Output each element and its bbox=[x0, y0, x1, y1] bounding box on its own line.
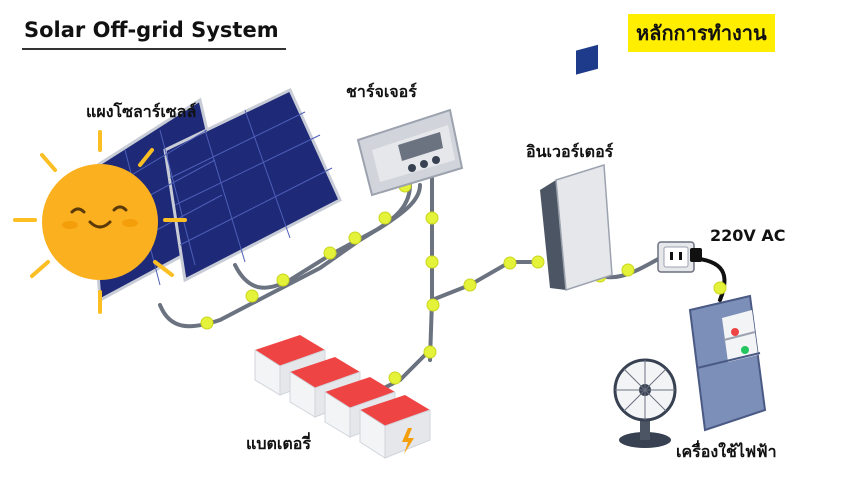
battery-top bbox=[255, 335, 325, 366]
fridge-item bbox=[741, 346, 749, 354]
cable-panel-to-charger-b bbox=[233, 183, 422, 290]
inverter-display bbox=[576, 44, 598, 75]
outlet-slot bbox=[670, 252, 673, 260]
glow-point bbox=[388, 371, 402, 385]
principle-badge: หลักการทำงาน bbox=[628, 14, 775, 52]
glow-point bbox=[463, 278, 477, 292]
refrigerator-icon bbox=[688, 294, 767, 432]
battery-top bbox=[290, 357, 360, 388]
fan-stand bbox=[640, 410, 650, 440]
sun-ray bbox=[40, 153, 57, 172]
panel-grid-lines bbox=[92, 109, 333, 286]
inverter-front bbox=[555, 164, 613, 292]
glow-point bbox=[425, 211, 439, 225]
panel-cell-line bbox=[174, 134, 321, 206]
glow-point bbox=[348, 231, 362, 245]
sun-cheek bbox=[122, 219, 138, 227]
sun-smile bbox=[88, 220, 112, 229]
panel-cell-line bbox=[204, 129, 246, 263]
cable-charger-to-inverter bbox=[430, 260, 542, 302]
sun-rays bbox=[13, 130, 187, 314]
title-underline bbox=[22, 48, 286, 50]
solar-panel-right bbox=[163, 87, 342, 283]
glow-point bbox=[713, 281, 727, 295]
solar-panel-array bbox=[88, 87, 342, 303]
lightning-icon bbox=[402, 428, 414, 454]
sun-left-eye bbox=[70, 207, 86, 214]
fridge-item bbox=[731, 328, 739, 336]
sun-ray bbox=[30, 260, 50, 278]
outlet-plug bbox=[690, 248, 702, 262]
sun-ray bbox=[138, 148, 154, 167]
charge-controller-icon bbox=[356, 108, 464, 197]
label-inverter: อินเวอร์เตอร์ bbox=[526, 142, 614, 161]
cable-to-battery bbox=[378, 348, 432, 392]
glow-point bbox=[200, 316, 214, 330]
current-glow-points bbox=[200, 179, 727, 385]
fridge-body bbox=[688, 294, 767, 432]
outlet-face bbox=[663, 246, 689, 268]
label-battery: แบตเตอรี่ bbox=[246, 434, 311, 453]
glow-point bbox=[503, 256, 517, 270]
glow-point bbox=[426, 298, 440, 312]
panel-cell-line bbox=[159, 129, 196, 266]
diagram-title: Solar Off-grid System bbox=[24, 18, 279, 42]
charger-button bbox=[420, 160, 428, 168]
glow-point bbox=[425, 255, 439, 269]
fan-grill-line bbox=[623, 368, 667, 412]
panel-cell-line bbox=[179, 167, 333, 246]
fridge-door-split bbox=[696, 352, 761, 369]
battery-unit bbox=[359, 395, 431, 459]
sun-right-eye bbox=[112, 205, 128, 212]
glow-point bbox=[621, 263, 635, 277]
charger-screen bbox=[398, 132, 443, 161]
electric-fan-icon bbox=[613, 358, 677, 448]
inverter-side bbox=[540, 180, 566, 290]
glow-point bbox=[276, 273, 290, 287]
glow-point bbox=[323, 246, 337, 260]
cable-panel-to-charger-a bbox=[158, 183, 412, 329]
fan-grill bbox=[615, 360, 675, 420]
sun-body bbox=[42, 164, 158, 280]
label-ac-output: 220V AC bbox=[710, 226, 786, 245]
battery-bank bbox=[254, 335, 431, 459]
battery-top bbox=[360, 395, 430, 426]
sun-cheek bbox=[62, 221, 78, 229]
glow-point bbox=[245, 289, 259, 303]
label-charge-controller: ชาร์จเจอร์ bbox=[346, 82, 417, 101]
fridge-shelf bbox=[723, 331, 756, 341]
panel-cell-line bbox=[244, 109, 291, 239]
sun-ray bbox=[153, 260, 174, 277]
cable-charger-down bbox=[428, 176, 434, 362]
panel-cell-line bbox=[169, 111, 306, 179]
charger-button bbox=[408, 164, 416, 172]
sun-icon bbox=[13, 130, 187, 314]
label-solar-panel: แผงโซลาร์เซลล์ bbox=[86, 102, 197, 121]
battery-top bbox=[325, 377, 395, 408]
glow-point bbox=[423, 345, 437, 359]
charger-button bbox=[432, 156, 440, 164]
inverter-icon bbox=[540, 44, 613, 292]
outlet-slot bbox=[679, 252, 682, 260]
glow-point bbox=[378, 211, 392, 225]
label-appliances: เครื่องใช้ไฟฟ้า bbox=[676, 442, 777, 461]
glow-point bbox=[531, 255, 545, 269]
ac-outlet-icon bbox=[657, 241, 702, 273]
